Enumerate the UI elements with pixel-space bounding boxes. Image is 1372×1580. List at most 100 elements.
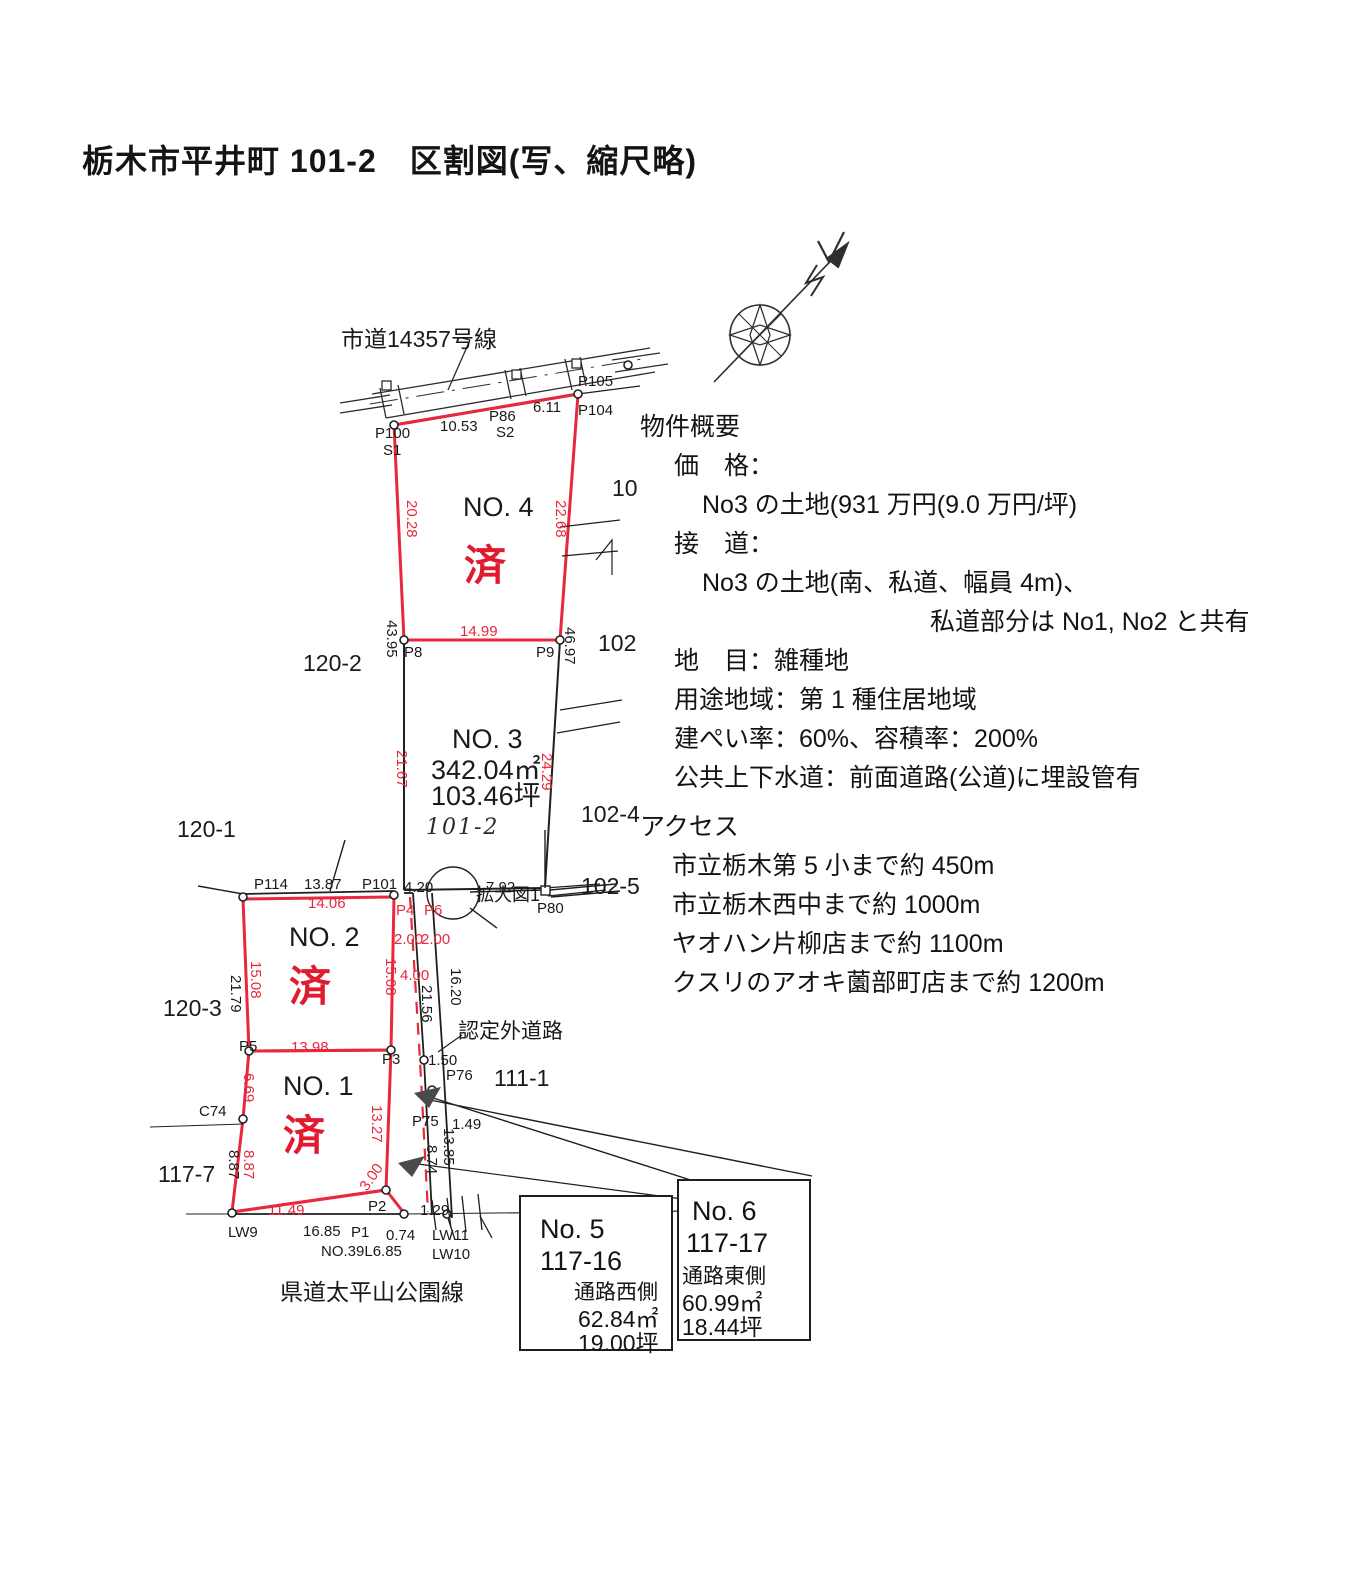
- dim-no2-top-black: 13.87: [304, 876, 342, 893]
- point-label-S2: S2: [496, 424, 515, 441]
- detail-box-no6: [677, 1179, 811, 1341]
- overview-use-district: 用途地域：第 1 種住居地域: [674, 686, 977, 714]
- point-label-P9: P9: [536, 644, 555, 661]
- overview-heading: 物件概要: [640, 413, 741, 441]
- overview-utilities: 公共上下水道：前面道路(公道)に埋設管有: [674, 764, 1141, 792]
- dim-no1-left: 6.69: [240, 1073, 257, 1103]
- overview-access-label: 接 道：: [674, 530, 775, 558]
- dim-no3-bottom-right: 7.92: [486, 879, 516, 896]
- parcel-label-120-2: 120-2: [303, 650, 362, 676]
- point-label-P3: P3: [382, 1051, 401, 1068]
- unapproved-road-leader: [437, 1034, 463, 1053]
- dim-no3-right: 24.29: [538, 753, 555, 791]
- detail-box-leaders: [398, 1087, 813, 1201]
- sold-stamp-no2: 済: [289, 963, 332, 1010]
- dim-path-len: 21.56: [418, 985, 435, 1023]
- dim-no4-top-right: 6.11: [533, 399, 562, 416]
- road-label-bottom: 県道太平山公園線: [280, 1279, 464, 1305]
- dim-no1-bottom-black: 16.85: [303, 1223, 341, 1240]
- detail-box-no6-area-tsubo: 18.44坪: [682, 1314, 763, 1340]
- adjacent-parcel-lines: [544, 385, 641, 897]
- dim-path-small3: 1.29: [420, 1202, 450, 1219]
- detail-box-no6-parcel: 117-17: [686, 1228, 769, 1258]
- detail-box-no6-area-sqm: 60.99㎡: [682, 1290, 763, 1316]
- detail-box-no5-parcel: 117-16: [540, 1246, 623, 1276]
- dim-no4-bottom: 14.99: [460, 623, 498, 640]
- dim-no1-left-lower-red: 8.87: [240, 1150, 257, 1180]
- detail-box-no6-name: No. 6: [692, 1196, 757, 1226]
- point-label-P5: P5: [239, 1038, 258, 1055]
- point-label-LW9: LW9: [228, 1224, 258, 1241]
- bottom-road-ticks: [431, 1193, 493, 1241]
- road-label-unapproved: 認定外道路: [458, 1020, 563, 1043]
- dim-path-small2: 1.49: [452, 1116, 482, 1133]
- dim-no3-left: 21.67: [393, 750, 410, 788]
- point-label-P4: P4: [396, 902, 415, 919]
- dim-no1-bottom-red: 11.49: [268, 1202, 305, 1219]
- parcel-label-117-7: 117-7: [158, 1161, 216, 1187]
- dim-no2-right: 15.08: [382, 958, 399, 996]
- road-label-top: 市道14357号線: [341, 326, 497, 352]
- parcel-label-120-3: 120-3: [163, 995, 222, 1021]
- lot-label-no2: NO. 2: [289, 922, 360, 952]
- point-label-LW10: LW10: [432, 1246, 471, 1263]
- point-label-P8: P8: [404, 644, 423, 661]
- point-label-P114: P114: [254, 876, 288, 893]
- sold-stamp-no1: 済: [283, 1112, 326, 1159]
- access-item-2: ヤオハン片柳店まで約 1100m: [672, 930, 1004, 958]
- compass-rose: [713, 231, 850, 383]
- parcel-label-10: 10: [612, 475, 638, 501]
- point-label-S1: S1: [383, 442, 402, 459]
- detail-box-no5-side: 通路西側: [574, 1281, 658, 1304]
- point-label-P6: P6: [424, 902, 443, 919]
- dim-path-b: 2.00: [421, 931, 451, 948]
- dim-path-small5: 8.74: [423, 1145, 440, 1175]
- lot-label-no4: NO. 4: [463, 492, 534, 522]
- point-label-P75: P75: [412, 1113, 439, 1130]
- dim-path-len3: 13.85: [440, 1128, 457, 1166]
- detail-box-no5-area-tsubo: 19.00坪: [578, 1330, 659, 1356]
- point-label-P1: P1: [351, 1224, 370, 1241]
- point-label-P80: P80: [537, 900, 564, 917]
- dim-no3-bottom-left: 4.20: [404, 879, 434, 896]
- point-label-P104: P104: [578, 402, 614, 419]
- parcel-label-102-4: 102-4: [581, 801, 640, 827]
- point-label-P105: P105: [578, 373, 614, 390]
- dim-no2-left-outer: 21.79: [227, 975, 244, 1013]
- point-label-C74: C74: [199, 1103, 227, 1120]
- access-item-3: クスリのアオキ薗部町店まで約 1200m: [672, 969, 1105, 997]
- dim-path-len2: 16.20: [447, 968, 464, 1006]
- access-heading: アクセス: [640, 813, 739, 841]
- dim-path-small4: 0.74: [386, 1227, 416, 1244]
- point-label-LW11: LW11: [432, 1227, 469, 1244]
- access-item-0: 市立栃木第 5 小まで約 450m: [672, 852, 995, 880]
- point-label-P2: P2: [368, 1198, 387, 1215]
- dim-no2-left: 15.08: [247, 961, 264, 999]
- handwritten-parcel-number: 101-2: [426, 815, 500, 840]
- dim-no4-left: 20.28: [403, 500, 420, 538]
- dim-no4-right: 22.68: [552, 500, 569, 538]
- point-label-P86: P86: [489, 408, 516, 425]
- overview-coverage-ratio: 建ぺい率：60%、容積率：200%: [674, 725, 1038, 753]
- parcel-label-102-5: 102-5: [581, 873, 640, 899]
- lot-no1-boundary: [230, 1048, 406, 1214]
- point-label-P100: P100: [375, 425, 411, 442]
- dim-path-c: 4.00: [400, 967, 430, 984]
- dim-no1-left-lower: 8.87: [225, 1150, 242, 1180]
- dim-bottom-note: NO.39L6.85: [321, 1243, 402, 1260]
- parcel-label-102: 102: [598, 630, 637, 656]
- overview-access-value: No3 の土地(南、私道、幅員 4m)、: [702, 569, 1089, 597]
- dim-path-small1: 1.50: [428, 1052, 458, 1069]
- sold-stamp-no4: 済: [464, 542, 507, 589]
- access-section: アクセス 市立栃木第 5 小まで約 450m 市立栃木西中まで約 1000m ヤ…: [640, 808, 1340, 1003]
- parcel-label-111-1: 111-1: [494, 1065, 550, 1091]
- access-item-1: 市立栃木西中まで約 1000m: [672, 891, 981, 919]
- dim-no2-top-red: 14.06: [308, 895, 346, 912]
- detail-box-no6-side: 通路東側: [682, 1265, 766, 1288]
- top-road-lines: [339, 337, 669, 419]
- detail-circle: [426, 866, 498, 929]
- dim-no3-left-outer: 43.95: [383, 620, 400, 658]
- lot-area-no3-tsubo: 103.46坪: [431, 781, 541, 811]
